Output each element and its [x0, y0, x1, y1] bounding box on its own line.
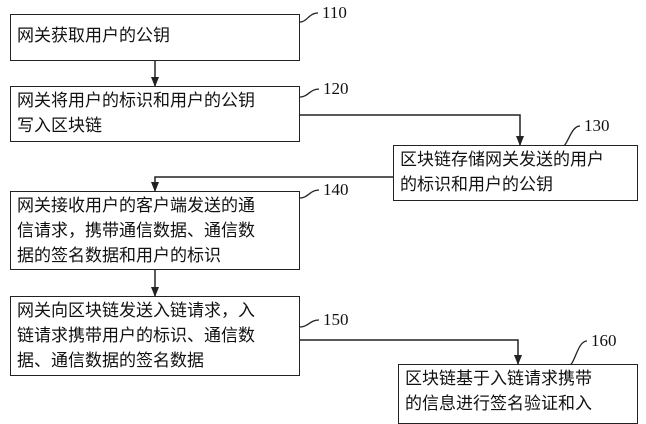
ref-leader-110 [299, 12, 319, 23]
step-150-line-2: 链请求携带用户的标识、通信数 [17, 326, 255, 346]
step-150-line-1: 网关向区块链发送入链请求，入 [17, 301, 255, 321]
step-box-120: 网关将用户的标识和用户的公钥 写入区块链 [10, 86, 300, 142]
step-130-line-1: 区块链存储网关发送的用户 [400, 150, 604, 170]
ref-leader-150 [299, 319, 320, 328]
step-130-line-2: 的标识和用户的公钥 [400, 175, 553, 195]
arrow-120-to-130 [300, 114, 524, 146]
ref-leader-160 [567, 340, 588, 367]
ref-label-140: 140 [323, 180, 349, 199]
ref-label-130: 130 [584, 116, 610, 135]
step-box-130: 区块链存储网关发送的用户 的标识和用户的公钥 [393, 145, 638, 201]
step-box-140: 网关接收用户的客户端发送的通 信请求，携带通信数据、通信数 据的签名数据和用户的… [10, 191, 300, 270]
step-120-line-1: 网关将用户的标识和用户的公钥 [17, 91, 255, 111]
step-160-line-2: 的信息进行签名验证和入 [405, 394, 592, 414]
ref-leader-120 [299, 88, 320, 98]
ref-label-110: 110 [322, 3, 347, 22]
step-box-160: 区块链基于入链请求携带 的信息进行签名验证和入 [398, 364, 638, 424]
arrow-150-to-160 [300, 339, 522, 365]
step-box-150: 网关向区块链发送入链请求，入 链请求携带用户的标识、通信数 据、通信数据的签名数… [10, 296, 300, 376]
step-140-line-2: 信请求，携带通信数据、通信数 [17, 221, 255, 241]
step-110-line-1: 网关获取用户的公钥 [17, 26, 170, 46]
ref-leader-140 [299, 189, 320, 199]
step-140-line-3: 据的签名数据和用户的标识 [17, 246, 221, 266]
ref-label-120: 120 [323, 79, 349, 98]
arrow-130-to-140 [151, 176, 393, 192]
step-150-line-3: 据、通信数据的签名数据 [17, 351, 204, 371]
ref-label-160: 160 [591, 331, 617, 350]
ref-label-150: 150 [323, 310, 349, 329]
step-160-line-1: 区块链基于入链请求携带 [405, 369, 592, 389]
step-120-line-2: 写入区块链 [17, 116, 102, 136]
step-140-line-1: 网关接收用户的客户端发送的通 [17, 196, 255, 216]
step-box-110: 网关获取用户的公钥 [10, 14, 300, 61]
